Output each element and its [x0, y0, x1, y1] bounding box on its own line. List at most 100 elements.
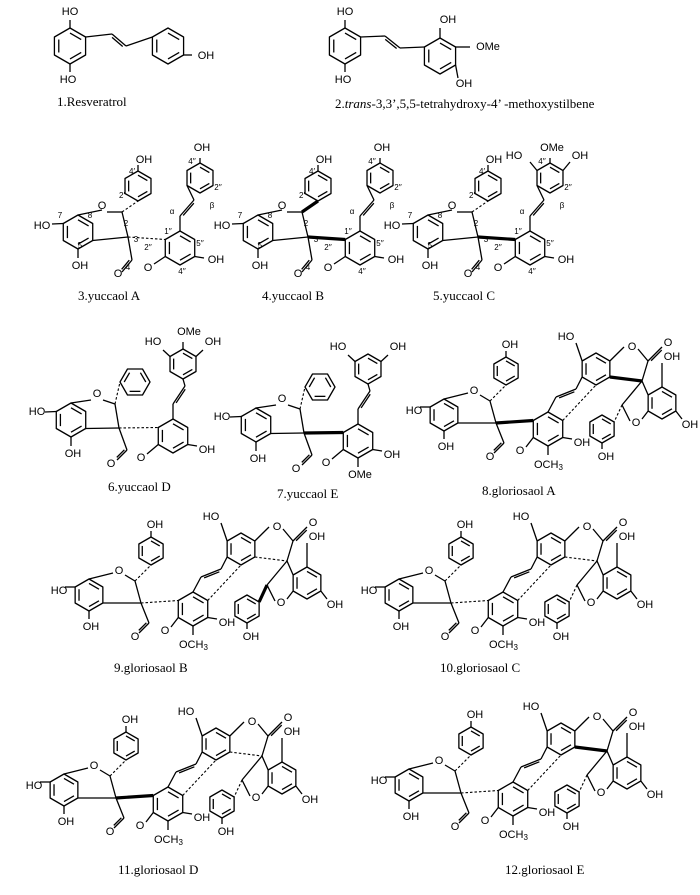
- aromatic-double-bond: [167, 791, 179, 799]
- lactone-oxygen: O: [324, 262, 333, 274]
- aromatic-double-bond: [63, 795, 75, 803]
- spiro-bond-left: [115, 793, 154, 800]
- ring-oxygen: O: [252, 792, 261, 804]
- aromatic-double-bond: [502, 596, 514, 604]
- carbonyl-oxygen: O: [114, 268, 123, 280]
- bond: [266, 560, 288, 586]
- c2-aryl-bond: [257, 584, 269, 603]
- locant-label: 2′: [299, 191, 305, 200]
- aromatic-double-bond: [547, 434, 559, 442]
- c2-aryl-bond: [109, 759, 127, 777]
- aromatic-double-bond: [626, 778, 638, 786]
- lactone-oxygen: O: [248, 716, 257, 728]
- aromatic-double-bond: [560, 726, 572, 734]
- bond: [70, 399, 92, 404]
- hydroxyl-label: OH: [208, 254, 225, 266]
- carbonyl-oxygen: O: [486, 451, 495, 463]
- bond: [460, 792, 470, 814]
- hydroxyl-label: HO: [34, 220, 51, 232]
- hydroxyl-label: HO: [51, 585, 68, 597]
- aromatic-double-bond: [502, 614, 514, 622]
- compound-2-caption: 2.trans-3,3’,5,5-tetrahydroxy-4’ -methox…: [335, 96, 595, 111]
- aromatic-double-bond: [69, 51, 82, 60]
- hydroxyl-label: HO: [203, 511, 220, 523]
- aromatic-double-bond: [281, 765, 293, 773]
- c2-aryl-bond: [471, 200, 489, 213]
- aromatic-double-bond: [255, 412, 267, 420]
- trans-double-bond: [175, 763, 197, 773]
- bond: [145, 812, 154, 823]
- carbonyl-oxygen: O: [309, 517, 318, 529]
- aromatic-double-bond: [357, 428, 369, 436]
- aromatic-double-bond: [595, 356, 607, 364]
- aromatic-double-bond: [88, 600, 100, 608]
- hydroxyl-label: OH: [65, 448, 82, 460]
- bond: [92, 236, 129, 242]
- carbonyl-bond: [301, 259, 313, 273]
- aromatic-double-bond: [182, 368, 193, 376]
- carbonyl-bond: [647, 346, 663, 362]
- compound-8-caption: 8.gloriosaol A: [482, 483, 556, 498]
- trans-double-bond: [172, 385, 186, 405]
- aromatic-double-bond: [595, 374, 607, 382]
- hydroxyl-label: HO: [178, 706, 195, 718]
- hydroxyl-label: HO: [371, 775, 388, 787]
- hydroxyl-label: HO: [145, 336, 162, 348]
- aromatic-double-bond: [427, 237, 439, 245]
- hydroxyl-label: OH: [147, 519, 164, 531]
- carbonyl-oxygen: O: [292, 463, 301, 475]
- lactone-oxygen: O: [137, 452, 146, 464]
- bond: [195, 349, 204, 357]
- aromatic-double-bond: [70, 425, 82, 433]
- trans-double-bond: [384, 38, 398, 50]
- bond: [266, 584, 276, 602]
- c3-d-ring-bond: [477, 235, 516, 242]
- lactone-oxygen: O: [136, 820, 145, 832]
- linkage-bond: [517, 564, 552, 601]
- bond: [586, 774, 596, 792]
- aromatic-double-bond: [616, 570, 628, 578]
- methoxy-label: OCH3: [154, 834, 183, 847]
- locant-label: 2: [474, 219, 479, 228]
- aromatic-double-bond: [549, 166, 560, 174]
- beta-locant: β: [560, 201, 565, 210]
- carbonyl-oxygen: O: [107, 458, 116, 470]
- aromatic-double-bond: [560, 744, 572, 752]
- aromatic-double-bond: [215, 749, 227, 757]
- alpha-locant: α: [170, 207, 175, 216]
- bond: [444, 764, 456, 772]
- carbonyl-bond: [292, 526, 308, 542]
- lactone-oxygen: O: [273, 521, 282, 533]
- bond: [320, 590, 328, 600]
- aromatic-double-bond: [308, 377, 316, 388]
- bond: [675, 410, 683, 420]
- f-ring: [612, 756, 642, 790]
- lactone-oxygen: O: [471, 625, 480, 637]
- bond: [592, 528, 604, 542]
- hydroxyl-label: OH: [529, 617, 546, 629]
- hydroxyl-label: HO: [558, 331, 575, 343]
- spiro-bond-right: [574, 745, 608, 753]
- aromatic-double-bond: [167, 51, 180, 60]
- hydroxyl-label: OH: [682, 419, 699, 431]
- bond: [115, 797, 125, 819]
- aromatic-double-bond: [137, 174, 148, 182]
- bond: [444, 580, 452, 604]
- aromatic-double-bond: [512, 786, 524, 794]
- linkage-bond: [182, 759, 217, 796]
- carbonyl-bond: [301, 259, 310, 270]
- trans-double-bond: [179, 199, 195, 217]
- d-ring: [514, 230, 546, 266]
- trans-double-bond: [357, 390, 371, 410]
- carbonyl-bond: [650, 349, 663, 362]
- aromatic-double-bond: [281, 783, 293, 791]
- c2-aryl-bond: [134, 564, 152, 582]
- bond: [182, 378, 186, 387]
- hydroxyl-label: OH: [252, 260, 269, 272]
- locant-label: 5: [428, 241, 433, 250]
- hydroxyl-label: HO: [384, 220, 401, 232]
